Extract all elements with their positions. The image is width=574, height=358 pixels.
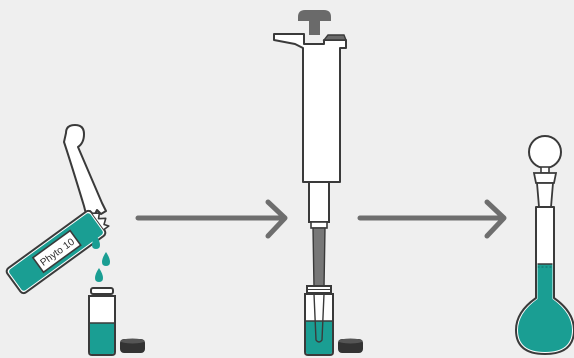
drop <box>92 235 100 249</box>
step-pipette <box>273 10 363 356</box>
step-open-ampoule: Phyto 10 <box>5 124 145 356</box>
ampoule-body: Phyto 10 <box>5 209 110 295</box>
arrow-step-2-to-3 <box>357 199 507 239</box>
ampoule-top-piece <box>63 124 107 217</box>
drop <box>95 268 103 282</box>
pipette-ejector <box>322 34 348 41</box>
vial-cap-1 <box>120 338 145 353</box>
pipette-tip <box>312 227 326 289</box>
flask-liquid <box>518 264 572 352</box>
pipette-plunger <box>298 10 331 35</box>
arrow-step-1-to-2 <box>135 199 288 239</box>
vial-1 <box>88 287 116 356</box>
pipette-body <box>273 33 347 183</box>
ampoule-label-box <box>31 229 82 274</box>
drops <box>92 235 110 282</box>
pipette-shaft <box>308 181 330 223</box>
drop <box>102 252 110 266</box>
vial-cap-2 <box>338 338 363 353</box>
step-volumetric-flask <box>515 135 574 355</box>
flask-stopper <box>528 135 562 208</box>
vial-2 <box>304 285 334 356</box>
